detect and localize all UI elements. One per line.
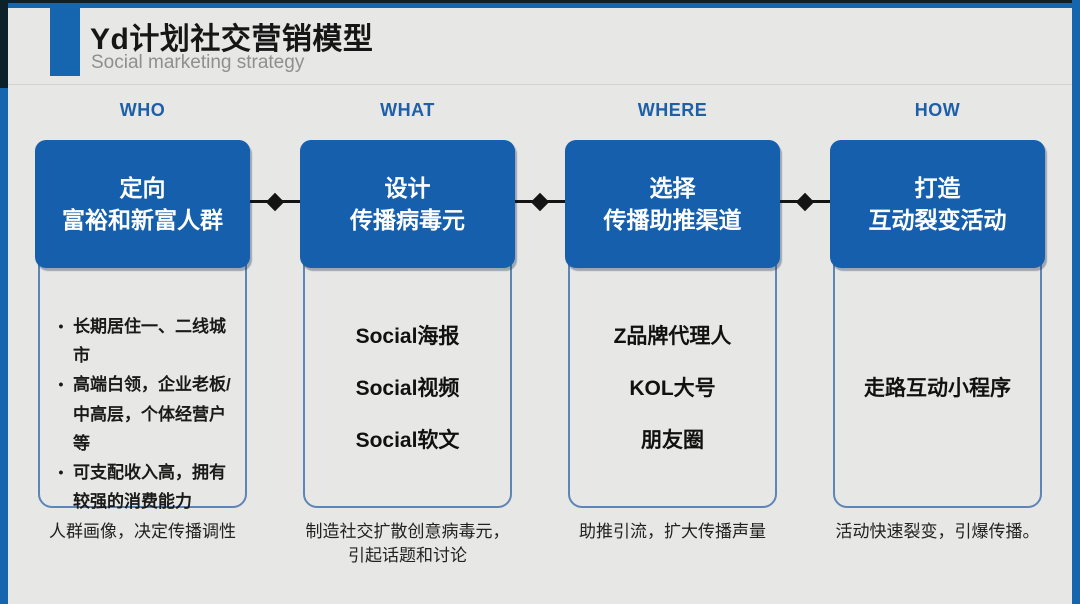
caption-line: 助推引流，扩大传播声量 (579, 522, 766, 541)
bullet-icon: • (58, 464, 64, 481)
stage-box-title-line: 定向 (119, 174, 166, 201)
left-frame-dark-segment (0, 0, 8, 88)
stage-box-title-line: 传播病毒元 (350, 207, 465, 233)
stage-box-title-line: 传播助推渠道 (603, 207, 742, 233)
bullet-item: • 可支配收入高，拥有较强的消费能力 (49, 458, 238, 516)
connector-diamond-icon (795, 192, 815, 211)
stage-box: 设计 传播病毒元 (300, 140, 515, 268)
stage-box-title-line: 设计 (384, 174, 431, 201)
list-item: Social视频 (355, 377, 460, 400)
page-title: Yd计划社交营销模型 (90, 23, 374, 56)
caption: 制造社交扩散创意病毒元， 引起话题和讨论 (284, 520, 531, 568)
header-divider (8, 84, 1072, 85)
caption-line: 人群画像，决定传播调性 (49, 522, 236, 541)
caption: 人群画像，决定传播调性 (19, 520, 266, 544)
bullet-text: 可支配收入高，拥有较强的消费能力 (73, 463, 226, 512)
top-frame-stripe (0, 0, 1080, 8)
bullet-item: • 长期居住一、二线城市 (49, 312, 238, 370)
stage-box-title-line: 打造 (914, 174, 961, 201)
stage-box: 打造 互动裂变活动 (830, 140, 1045, 268)
caption-line: 活动快速裂变，引爆传播。 (835, 522, 1040, 541)
connector-diamond-icon (530, 192, 550, 211)
column-label: WHO (119, 100, 166, 120)
connector-where-how (780, 192, 830, 211)
column-where: WHERE 选择 传播助推渠道 Z品牌代理人 KOL大号 朋友圈 助推引流，扩大… (565, 96, 780, 586)
list-item: Social软文 (355, 429, 460, 452)
top-frame-dark-line (0, 0, 1080, 3)
list-item: 朋友圈 (641, 429, 704, 452)
column-who: WHO 定向 富裕和新富人群 • 长期居住一、二线城市 • 高端白领，企业老板/… (35, 96, 250, 586)
stage-box-title-line: 富裕和新富人群 (62, 207, 223, 233)
bullet-text: 高端白领，企业老板/中高层，个体经营户等 (73, 375, 231, 453)
list-item: 走路互动小程序 (864, 377, 1011, 400)
list-item: Z品牌代理人 (613, 325, 732, 348)
column-label: WHAT (380, 100, 435, 120)
item-list: 走路互动小程序 (834, 268, 1041, 506)
left-frame-stripe (0, 0, 8, 604)
bullet-icon: • (58, 318, 64, 334)
connector-what-where (515, 192, 565, 211)
stage-box: 选择 传播助推渠道 (565, 140, 780, 268)
right-frame-stripe (1072, 0, 1080, 604)
top-frame-blue-line (0, 3, 1080, 8)
stage-box-title-line: 选择 (649, 174, 696, 201)
caption-line: 制造社交扩散创意病毒元， (305, 522, 510, 541)
title-accent-bar (50, 8, 80, 76)
stage-box: 定向 富裕和新富人群 (35, 140, 250, 268)
caption: 助推引流，扩大传播声量 (549, 520, 796, 544)
column-label: HOW (914, 100, 961, 120)
bullet-item: • 高端白领，企业老板/中高层，个体经营户等 (49, 370, 238, 458)
connector-who-what (250, 192, 300, 211)
caption-line: 引起话题和讨论 (348, 545, 467, 565)
item-list: Z品牌代理人 KOL大号 朋友圈 (569, 268, 776, 506)
column-what: WHAT 设计 传播病毒元 Social海报 Social视频 Social软文… (300, 96, 515, 586)
caption: 活动快速裂变，引爆传播。 (814, 520, 1061, 544)
column-how: HOW 打造 互动裂变活动 走路互动小程序 活动快速裂变，引爆传播。 (830, 96, 1045, 586)
connector-diamond-icon (265, 192, 285, 211)
list-item: KOL大号 (629, 377, 716, 400)
stage-box-title-line: 互动裂变活动 (868, 207, 1007, 233)
item-list: Social海报 Social视频 Social软文 (304, 268, 511, 506)
bullet-text: 长期居住一、二线城市 (73, 317, 226, 366)
page-subtitle: Social marketing strategy (91, 52, 305, 73)
bullet-list: • 长期居住一、二线城市 • 高端白领，企业老板/中高层，个体经营户等 • 可支… (39, 268, 246, 511)
column-label: WHERE (637, 100, 708, 120)
bullet-icon: • (58, 376, 64, 393)
list-item: Social海报 (355, 325, 460, 348)
